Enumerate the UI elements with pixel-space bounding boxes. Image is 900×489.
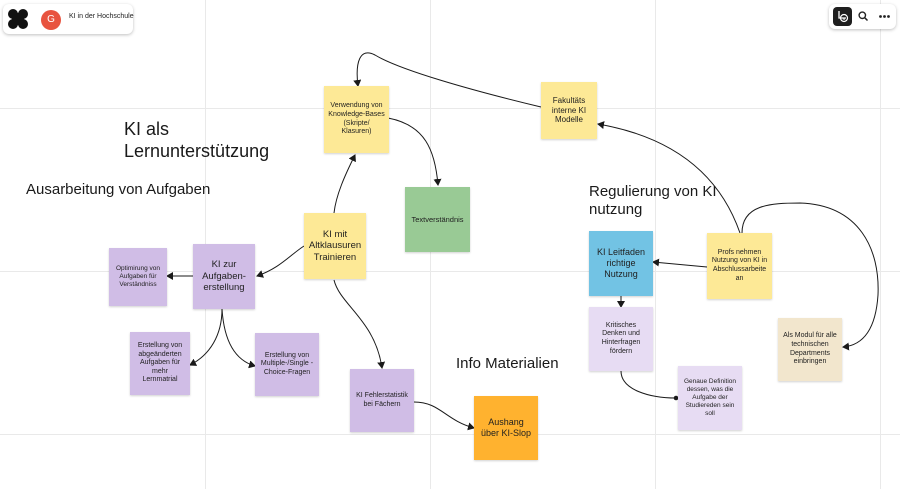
ai-assistant-icon[interactable]: a	[833, 7, 852, 26]
board-avatar[interactable]: G	[41, 10, 61, 30]
search-icon[interactable]	[854, 7, 873, 26]
note-definition[interactable]: Genaue Definition dessen, was die Aufgab…	[678, 366, 742, 430]
note-optimierung[interactable]: Optimirung von Aufgaben für Verständniss	[109, 248, 167, 306]
app-logo-icon[interactable]	[7, 8, 29, 30]
heading-lernunterstuetzung[interactable]: KI als Lernunterstützung	[124, 119, 269, 163]
heading-ausarbeitung[interactable]: Ausarbeitung von Aufgaben	[26, 181, 210, 199]
connector-altklausuren-knowledge[interactable]	[333, 154, 356, 214]
note-kritisches-text: Kritisches Denken und Hinterfragen förde…	[601, 321, 641, 355]
heading-ausarbeitung-text: Ausarbeitung von Aufgaben	[26, 181, 211, 198]
note-knowledge-bases[interactable]: Verwendung von Knowledge-Bases (Skripte/…	[324, 86, 389, 153]
note-fakultaet-modelle[interactable]: Fakultäts interne KI Modelle	[541, 82, 597, 139]
note-aushang-text: Aushang über KI-Slop	[480, 417, 532, 438]
note-fakultaet-modelle-text: Fakultäts interne KI Modelle	[551, 95, 587, 125]
note-definition-text: Genaue Definition dessen, was die Aufgab…	[683, 378, 737, 417]
note-altklausuren-text: KI mit Altklausuren Trainieren	[308, 228, 362, 263]
note-textverstaendnis[interactable]: Textverständnis	[405, 187, 470, 252]
note-leitfaden-text: KI Leitfaden richtige Nutzung	[596, 247, 646, 279]
note-kritisches[interactable]: Kritisches Denken und Hinterfragen förde…	[589, 307, 653, 371]
note-modul-text: Als Modul für alle technischen Departmen…	[783, 332, 837, 366]
connector-altklausuren-aufgaben[interactable]	[256, 245, 305, 278]
note-multiple-choice[interactable]: Erstellung von Multiple-/Single -Choice-…	[255, 333, 319, 396]
connector-knowledge-text[interactable]	[387, 117, 442, 186]
board-header: G KI in der Hochschule	[3, 4, 134, 34]
note-modul[interactable]: Als Modul für alle technischen Departmen…	[778, 318, 842, 381]
note-altklausuren[interactable]: KI mit Altklausuren Trainieren	[304, 213, 366, 279]
note-fehlerstatistik[interactable]: KI Fehlerstatistik bei Fächern	[350, 369, 414, 432]
note-leitfaden[interactable]: KI Leitfaden richtige Nutzung	[589, 231, 653, 296]
heading-regulierung-text: Regulierung von KI nutzung	[589, 183, 717, 219]
heading-info-text: Info Materialien	[456, 355, 559, 372]
more-options-icon[interactable]	[875, 7, 894, 26]
heading-info-materialien[interactable]: Info Materialien	[456, 355, 559, 373]
note-profs-text: Profs nehmen Nutzung von KI in Abschluss…	[711, 248, 768, 282]
heading-lernunterstuetzung-text: KI als Lernunterstützung	[124, 119, 270, 161]
connector-altklausuren-fehler[interactable]	[333, 279, 386, 369]
note-abgeaendert[interactable]: Erstellung von abgeänderten Aufgaben für…	[130, 332, 190, 395]
note-knowledge-bases-text: Verwendung von Knowledge-Bases (Skripte/…	[328, 102, 385, 136]
note-optimierung-text: Optimirung von Aufgaben für Verständniss	[115, 265, 161, 288]
connector-profs-leitfaden[interactable]	[652, 258, 708, 268]
note-multiple-choice-text: Erstellung von Multiple-/Single -Choice-…	[260, 351, 314, 376]
heading-regulierung[interactable]: Regulierung von KI nutzung	[589, 183, 717, 220]
connector-kritisches-definition[interactable]	[620, 370, 679, 401]
note-textverstaendnis-text: Textverständnis	[411, 214, 464, 224]
note-aushang[interactable]: Aushang über KI-Slop	[474, 396, 538, 460]
note-profs[interactable]: Profs nehmen Nutzung von KI in Abschluss…	[707, 233, 772, 299]
board-title[interactable]: KI in der Hochschule	[69, 13, 134, 20]
connector-fehler-aushang[interactable]	[413, 401, 475, 431]
svg-text:a: a	[843, 16, 846, 21]
note-fehlerstatistik-text: KI Fehlerstatistik bei Fächern	[356, 391, 408, 408]
note-aufgabenerstellung-text: KI zur Aufgaben-erstellung	[202, 259, 246, 294]
toolbar-right: a	[829, 4, 896, 29]
connector-aufgaben-abgeaendert[interactable]	[189, 308, 223, 366]
note-aufgabenerstellung[interactable]: KI zur Aufgaben-erstellung	[193, 244, 255, 309]
note-abgeaendert-text: Erstellung von abgeänderten Aufgaben für…	[137, 342, 183, 384]
connector-aufgaben-multiple[interactable]	[221, 308, 256, 369]
